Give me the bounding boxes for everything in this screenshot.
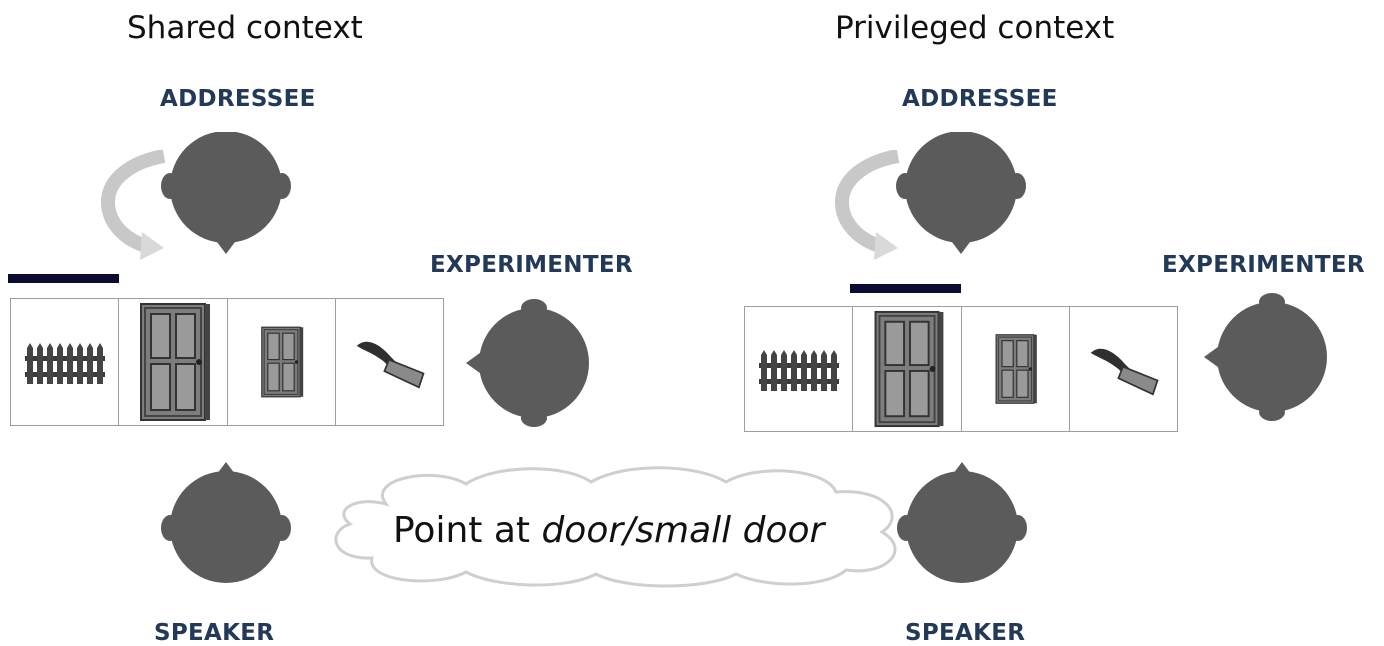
experimenter-head-icon	[1204, 293, 1327, 421]
panel-title-shared: Shared context	[127, 10, 363, 46]
small-door-icon	[261, 326, 304, 398]
cell-small-door	[228, 299, 336, 425]
cell-large-door	[853, 307, 962, 431]
cell-fence	[11, 299, 120, 425]
fence-icon	[24, 343, 105, 384]
instruction-text: Point at door/small door	[393, 510, 824, 551]
addressee-label-privileged: ADDRESSEE	[902, 86, 1058, 112]
speaker-label-shared: SPEAKER	[154, 620, 275, 646]
experimenter-label-privileged: EXPERIMENTER	[1162, 252, 1365, 278]
speaker-head-icon	[897, 462, 1027, 583]
small-door-icon	[995, 334, 1038, 404]
object-strip-shared	[10, 298, 444, 426]
instruction-prefix: Point at	[393, 510, 542, 551]
cell-small-door	[962, 307, 1070, 431]
rotation-arrow-icon	[100, 150, 166, 260]
speaker-head-icon	[161, 462, 291, 583]
object-strip-privileged	[744, 306, 1178, 432]
experimenter-label-shared: EXPERIMENTER	[430, 252, 633, 278]
brush-icon	[1090, 347, 1159, 396]
brush-icon	[356, 340, 425, 389]
cell-large-door	[119, 299, 228, 425]
large-door-icon	[139, 303, 211, 421]
cell-fence	[745, 307, 854, 431]
selection-bar	[850, 284, 961, 293]
large-door-icon	[874, 310, 945, 428]
fence-icon	[758, 350, 839, 391]
cell-brush	[336, 299, 443, 425]
thought-cloud	[334, 466, 897, 588]
instruction-target: door/small door	[541, 510, 825, 551]
addressee-label-shared: ADDRESSEE	[160, 86, 316, 112]
experimenter-head-icon	[466, 299, 589, 427]
speaker-label-privileged: SPEAKER	[905, 620, 1026, 646]
panel-title-privileged: Privileged context	[835, 10, 1115, 46]
addressee-head-icon	[896, 132, 1026, 254]
cell-brush	[1070, 307, 1177, 431]
rotation-arrow-icon	[834, 150, 900, 260]
addressee-head-icon	[161, 132, 291, 254]
selection-bar	[8, 274, 119, 283]
